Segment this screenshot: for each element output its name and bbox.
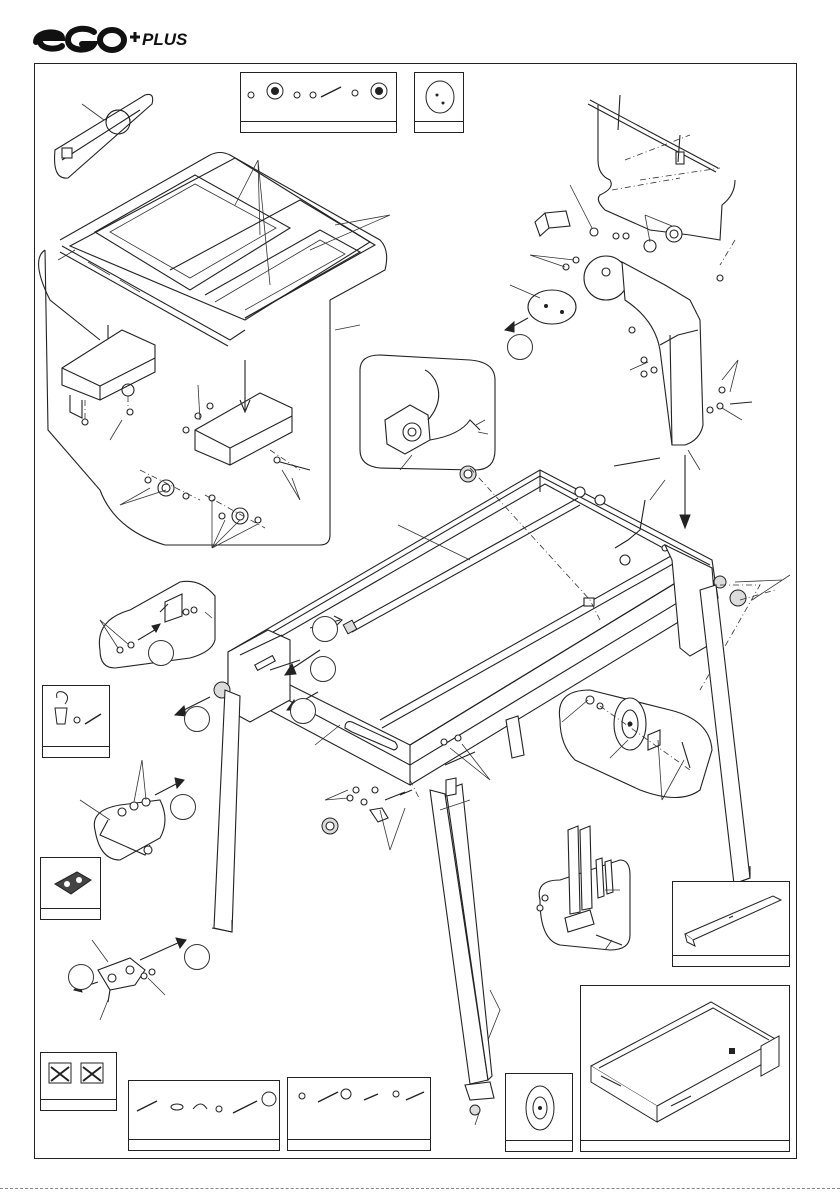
wrench-icon — [568, 826, 580, 914]
inset-cable-clip — [42, 685, 110, 758]
inset-tray — [580, 985, 790, 1152]
inset-caption-bar — [241, 121, 396, 132]
callout-circle — [312, 616, 338, 642]
inset-caption-bar — [288, 1139, 430, 1150]
callout-circle — [310, 656, 336, 682]
callout-circle — [170, 794, 196, 820]
callout-circle — [290, 698, 316, 724]
motor-unit — [360, 355, 495, 482]
inset-caption-bar — [673, 955, 789, 966]
wrench-set — [537, 826, 630, 950]
inset-bolt-set-a — [128, 1080, 280, 1151]
saw-blade-icon — [528, 290, 576, 324]
callout-circle — [148, 640, 174, 666]
inset-caption-bar — [581, 1140, 789, 1151]
miter-gauge — [55, 94, 153, 178]
callout-circle — [68, 964, 94, 990]
table-brackets — [62, 325, 310, 548]
inset-caption-bar — [43, 746, 109, 757]
callout-circle — [507, 334, 533, 360]
inset-foot — [40, 857, 101, 920]
wheel-part — [559, 690, 712, 800]
inset-bolt-set-b — [287, 1077, 431, 1151]
page-bottom-rule — [0, 1188, 840, 1189]
inset-wheel — [505, 1073, 573, 1152]
stand-frame — [175, 468, 790, 785]
extension-table — [39, 153, 390, 546]
handle-bracket — [80, 760, 184, 860]
inset-hardware-top — [240, 72, 397, 133]
callout-circle — [184, 944, 210, 970]
callout-circle — [184, 706, 210, 732]
inset-caption-bar — [129, 1139, 279, 1150]
inset-plate — [414, 72, 464, 133]
blade-guard — [505, 95, 752, 528]
bolt-icon — [321, 87, 341, 97]
inset-rail — [672, 881, 790, 967]
inset-caption-bar — [506, 1140, 572, 1151]
inset-caption-bar — [415, 121, 463, 132]
inset-caption-bar — [41, 908, 100, 919]
inset-corner-pads — [40, 1052, 117, 1111]
nut-icon — [352, 90, 358, 96]
inset-caption-bar — [41, 1099, 116, 1110]
